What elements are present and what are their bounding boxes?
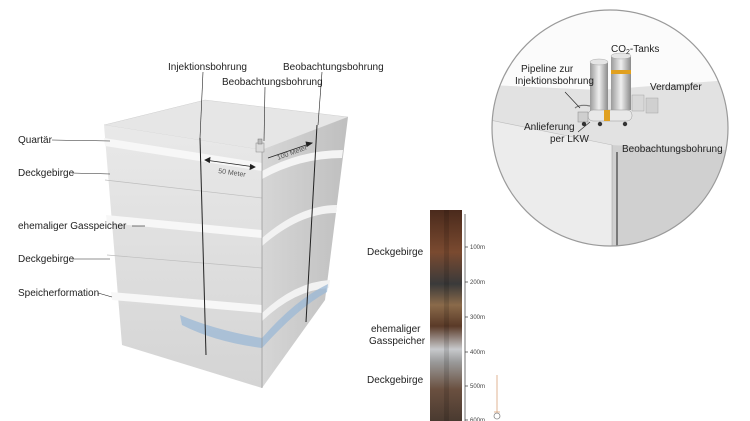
geology-block: 50 Meter 100 Meter	[103, 99, 349, 388]
observation-borehole-outer-line	[305, 124, 318, 323]
co2-prefix: CO	[611, 44, 626, 55]
co2-tank-icon	[589, 52, 632, 112]
distance-50m: 50 Meter	[218, 168, 247, 179]
depth-tick-400m: 400m	[470, 350, 485, 356]
inset-label-anlieferung-1: Anlieferung	[524, 122, 575, 133]
depth-tick-500m: 500m	[470, 384, 485, 390]
label-quartaer: Quartär	[18, 135, 53, 146]
label-deckgebirge-lower: Deckgebirge	[18, 254, 75, 265]
distance-markers	[204, 141, 314, 171]
storage-formation-blue	[180, 284, 328, 348]
drill-core-column	[430, 210, 462, 421]
side-band-lower	[262, 280, 330, 321]
inset-circle-border	[491, 9, 729, 247]
lkw-truck-icon	[577, 109, 633, 127]
pipeline-icon	[574, 104, 591, 109]
depth-tick-100m: 100m	[470, 245, 485, 251]
inset-label-anlieferung-2: per LKW	[550, 134, 589, 145]
column-label-gasspeicher-1: ehemaliger	[371, 324, 421, 335]
co2-suffix: -Tanks	[630, 44, 659, 55]
label-deckgebirge-upper: Deckgebirge	[18, 168, 75, 179]
band-gasspeicher	[106, 215, 262, 238]
inset-label-beobachtungsbohrung: Beobachtungsbohrung	[622, 144, 723, 155]
inset-label-verdampfer: Verdampfer	[650, 82, 702, 93]
label-ehemaliger-gasspeicher: ehemaliger Gasspeicher	[18, 221, 127, 232]
label-injektionsbohrung: Injektionsbohrung	[168, 62, 247, 73]
column-label-deckgebirge-bottom: Deckgebirge	[367, 375, 424, 386]
band-speicher	[111, 292, 262, 313]
label-beobachtungsbohrung-outer: Beobachtungsbohrung	[283, 62, 384, 73]
wellhead	[255, 138, 265, 153]
injection-borehole-line	[199, 137, 207, 356]
block-front-face	[104, 125, 262, 388]
inset-label-co2-tanks: CO2-Tanks	[611, 44, 659, 56]
verdampfer-icon	[631, 94, 659, 114]
depth-ticks	[465, 246, 468, 421]
side-band-upper	[262, 150, 343, 179]
inset-leaders	[564, 91, 591, 133]
front-layer-lines	[104, 179, 263, 269]
column-label-gasspeicher-2: Gasspeicher	[369, 336, 426, 347]
boreholes	[199, 124, 318, 388]
inset-label-pipeline-1: Pipeline zur	[521, 64, 574, 75]
drill-core: 100m 200m 300m 400m 500m 600m Deckgebirg…	[367, 210, 501, 421]
block-leaders	[51, 71, 323, 298]
surface-inset: Pipeline zur Injektionsbohrung CO2-Tanks…	[491, 9, 729, 247]
inset-block-side	[612, 145, 728, 246]
label-speicherformation: Speicherformation	[18, 288, 99, 299]
label-beobachtungsbohrung-inner: Beobachtungsbohrung	[222, 77, 323, 88]
depth-tick-200m: 200m	[470, 280, 485, 286]
depth-tick-600m: 600m	[470, 418, 485, 421]
column-label-deckgebirge-top: Deckgebirge	[367, 247, 424, 258]
inset-label-pipeline-2: Injektionsbohrung	[515, 76, 594, 87]
drill-rig-icon	[493, 375, 501, 420]
side-band-mid	[262, 205, 337, 246]
co2-sub: 2	[626, 49, 630, 56]
depth-tick-300m: 300m	[470, 315, 485, 321]
